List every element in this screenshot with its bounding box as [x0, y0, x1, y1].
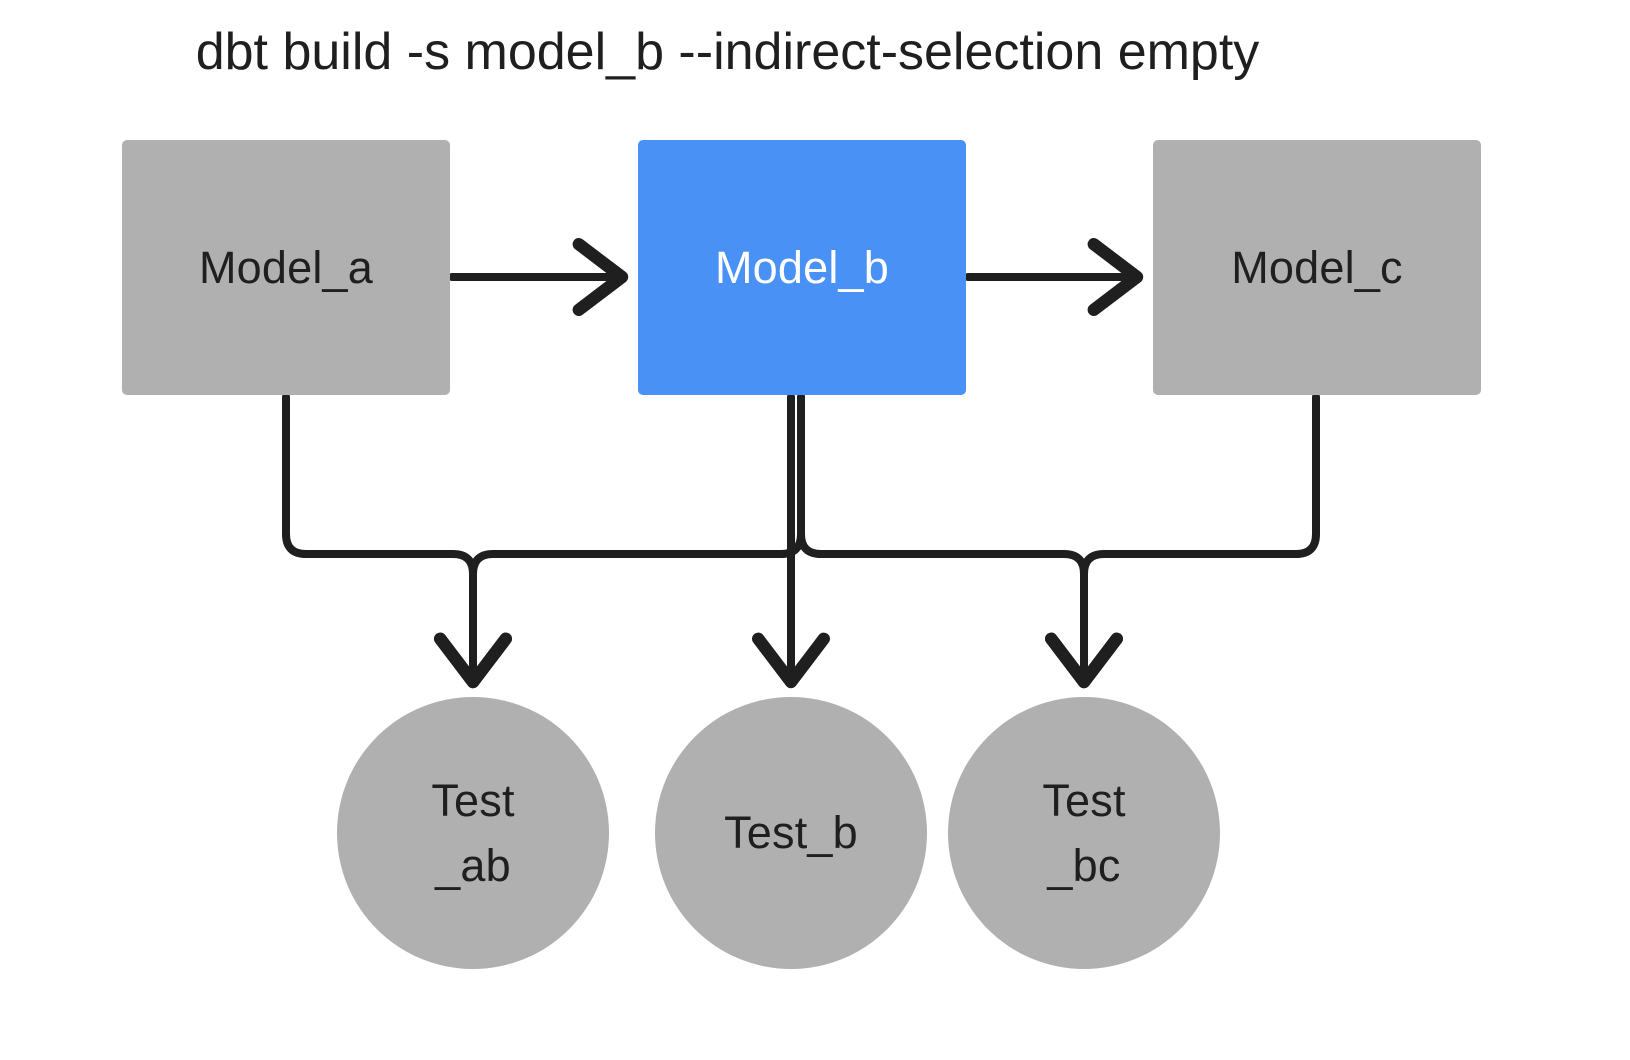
edge-model-b-to-test-bc	[797, 393, 1123, 689]
node-test-b-label: Test_b	[724, 807, 858, 859]
node-test-bc-label: Test _bc	[1042, 774, 1126, 891]
node-model-a[interactable]: Model_a	[122, 140, 450, 395]
node-model-b[interactable]: Model_b	[638, 140, 966, 395]
node-model-a-label: Model_a	[198, 241, 374, 293]
node-test-bc[interactable]: Test _bc	[948, 697, 1220, 969]
node-test-ab-label: Test _ab	[431, 774, 515, 891]
node-test-ab[interactable]: Test _ab	[337, 697, 609, 969]
edge-model-c-to-test-bc	[1045, 393, 1320, 689]
edge-model-b-to-test-ab	[434, 393, 805, 689]
node-model-c-label: Model_c	[1231, 241, 1403, 293]
node-model-c[interactable]: Model_c	[1153, 140, 1481, 395]
node-test-b[interactable]: Test_b	[655, 697, 927, 969]
page-title: dbt build -s model_b --indirect-selectio…	[195, 23, 1260, 81]
node-model-b-label: Model_b	[714, 241, 890, 293]
edge-model-a-to-test-ab	[282, 393, 512, 689]
